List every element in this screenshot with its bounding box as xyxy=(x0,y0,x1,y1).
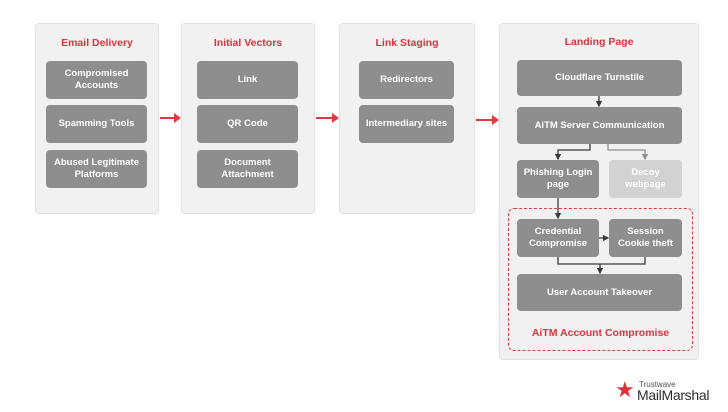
star-icon: ★ xyxy=(615,377,635,402)
connector-merge-takeover xyxy=(557,257,646,273)
node-abused-platforms: Abused Legitimate Platforms xyxy=(46,150,147,188)
panel-title: Email Delivery xyxy=(61,37,133,49)
panel-title: Initial Vectors xyxy=(213,37,283,49)
aitm-compromise-label: AiTM Account Compromise xyxy=(531,327,670,339)
flow-arrow-2 xyxy=(316,113,339,123)
node-spamming-tools: Spamming Tools xyxy=(46,105,147,143)
panel-title: Landing Page xyxy=(564,36,634,48)
node-redirectors: Redirectors xyxy=(359,61,454,99)
connector-server-decoy xyxy=(607,144,649,161)
node-phishing-login-page: Phishing Login page xyxy=(517,160,599,198)
node-session-cookie-theft: Session Cookie theft xyxy=(609,219,682,257)
panel-title: Link Staging xyxy=(375,37,439,49)
trustwave-mailmarshal-logo: ★ Trustwave MailMarshal xyxy=(615,377,715,404)
node-intermediary-sites: Intermediary sites xyxy=(359,105,454,143)
node-credential-compromise: Credential Compromise xyxy=(517,219,599,257)
node-cloudflare-turnstile: Cloudflare Turnstile xyxy=(517,60,682,96)
panel-link-staging: Link Staging Redirectors Intermediary si… xyxy=(339,23,475,214)
flow-arrow-3 xyxy=(476,115,499,125)
node-qr-code: QR Code xyxy=(197,105,298,143)
node-link: Link xyxy=(197,61,298,99)
panel-initial-vectors: Initial Vectors Link QR Code Document At… xyxy=(181,23,315,214)
logo-top-text: Trustwave xyxy=(639,380,676,389)
node-user-account-takeover: User Account Takeover xyxy=(517,274,682,311)
node-compromised-accounts: Compromised Accounts xyxy=(46,61,147,99)
connector-server-phishing xyxy=(554,144,591,161)
flow-arrow-1 xyxy=(160,113,181,123)
node-decoy-webpage: Decoy webpage xyxy=(609,160,682,198)
node-aitm-server-communication: AiTM Server Communication xyxy=(517,107,682,144)
panel-email-delivery: Email Delivery Compromised Accounts Spam… xyxy=(35,23,159,214)
node-document-attachment: Document Attachment xyxy=(197,150,298,188)
aitm-compromise-group: AiTM Account Compromise xyxy=(508,208,693,351)
logo-bottom-text: MailMarshal xyxy=(637,387,710,403)
